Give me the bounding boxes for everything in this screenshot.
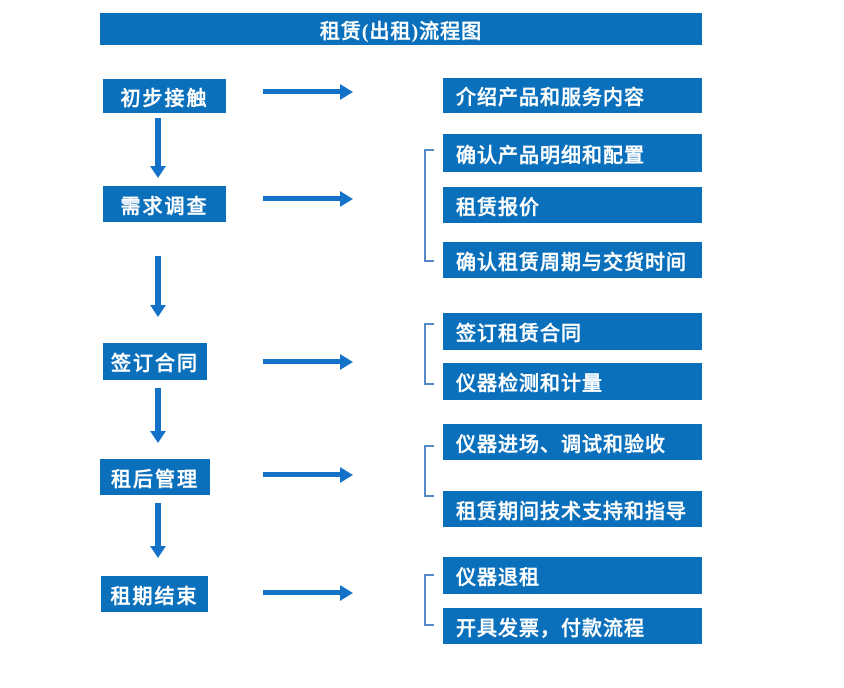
arrow-shaft [155, 388, 161, 431]
flow-step-box: 签订合同 [103, 343, 207, 380]
output-box: 租赁期间技术支持和指导 [443, 491, 702, 527]
arrow-shaft [155, 256, 161, 305]
arrow-shaft [263, 590, 341, 595]
arrow-head [340, 84, 353, 100]
arrow-shaft [263, 196, 341, 201]
output-box: 仪器退租 [443, 557, 702, 594]
flow-step-box: 租后管理 [100, 459, 210, 495]
flowchart-title: 租赁(出租)流程图 [100, 13, 702, 45]
flow-step-box: 初步接触 [103, 79, 226, 113]
arrow-head [340, 467, 353, 483]
group-bracket [424, 445, 434, 497]
arrow-shaft [263, 472, 341, 477]
down-arrow-icon [150, 256, 166, 317]
right-arrow-icon [263, 354, 353, 370]
arrow-head [150, 546, 166, 558]
output-box: 签订租赁合同 [443, 313, 702, 350]
down-arrow-icon [150, 388, 166, 443]
arrow-head [150, 305, 166, 317]
arrow-head [150, 166, 166, 178]
arrow-head [150, 431, 166, 443]
group-bracket [424, 323, 434, 385]
right-arrow-icon [263, 84, 353, 100]
output-box: 确认租赁周期与交货时间 [443, 242, 702, 278]
output-box: 开具发票，付款流程 [443, 608, 702, 644]
right-arrow-icon [263, 585, 353, 601]
arrow-shaft [263, 359, 341, 364]
output-box: 仪器检测和计量 [443, 363, 702, 400]
arrow-head [340, 191, 353, 207]
arrow-shaft [155, 503, 161, 546]
arrow-shaft [263, 89, 341, 94]
arrow-shaft [155, 118, 161, 166]
group-bracket [424, 574, 434, 626]
arrow-head [340, 354, 353, 370]
flow-step-box: 租期结束 [101, 576, 208, 612]
output-box: 仪器进场、调试和验收 [443, 424, 702, 460]
down-arrow-icon [150, 503, 166, 558]
output-box: 租赁报价 [443, 187, 702, 223]
output-box: 确认产品明细和配置 [443, 134, 702, 172]
right-arrow-icon [263, 191, 353, 207]
flow-step-box: 需求调查 [103, 186, 226, 222]
output-box: 介绍产品和服务内容 [443, 78, 702, 113]
down-arrow-icon [150, 118, 166, 178]
group-bracket [424, 149, 434, 262]
arrow-head [340, 585, 353, 601]
right-arrow-icon [263, 467, 353, 483]
